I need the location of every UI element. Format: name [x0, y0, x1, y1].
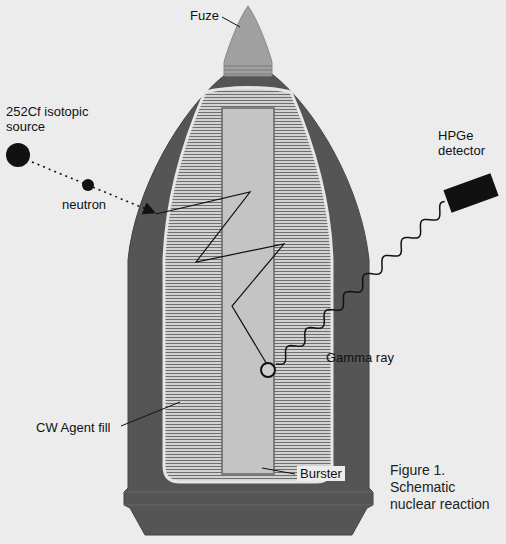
- detector: HPGe detector: [438, 128, 504, 158]
- neutron-scatter: [156, 192, 284, 366]
- detector-body: [438, 168, 504, 218]
- source-circle: [6, 142, 32, 168]
- leader-line: [121, 402, 180, 426]
- label-text: neutron: [62, 197, 106, 212]
- label-text: HPGe detector: [438, 128, 504, 158]
- label-text: Burster: [297, 466, 345, 481]
- label-text: CW Agent fill: [36, 420, 110, 435]
- isotope-source: 252Cf isotopic source: [6, 104, 106, 134]
- neutron-path: [32, 162, 153, 212]
- label-text: Gamma ray: [326, 350, 394, 365]
- gamma-wave: [276, 201, 445, 364]
- fuze: [224, 6, 272, 76]
- shell-body: [124, 74, 373, 535]
- figure-caption: Figure 1. Schematic nuclear reaction: [390, 462, 502, 513]
- burster-tube: [222, 108, 274, 474]
- leader-line: [222, 17, 240, 27]
- label-text: 252Cf isotopic source: [6, 104, 106, 134]
- leader-line: [262, 468, 295, 474]
- label-text: Fuze: [190, 8, 219, 23]
- gamma-origin: [261, 363, 275, 377]
- agent-fill: [164, 88, 332, 483]
- neutron-dot: [82, 179, 94, 191]
